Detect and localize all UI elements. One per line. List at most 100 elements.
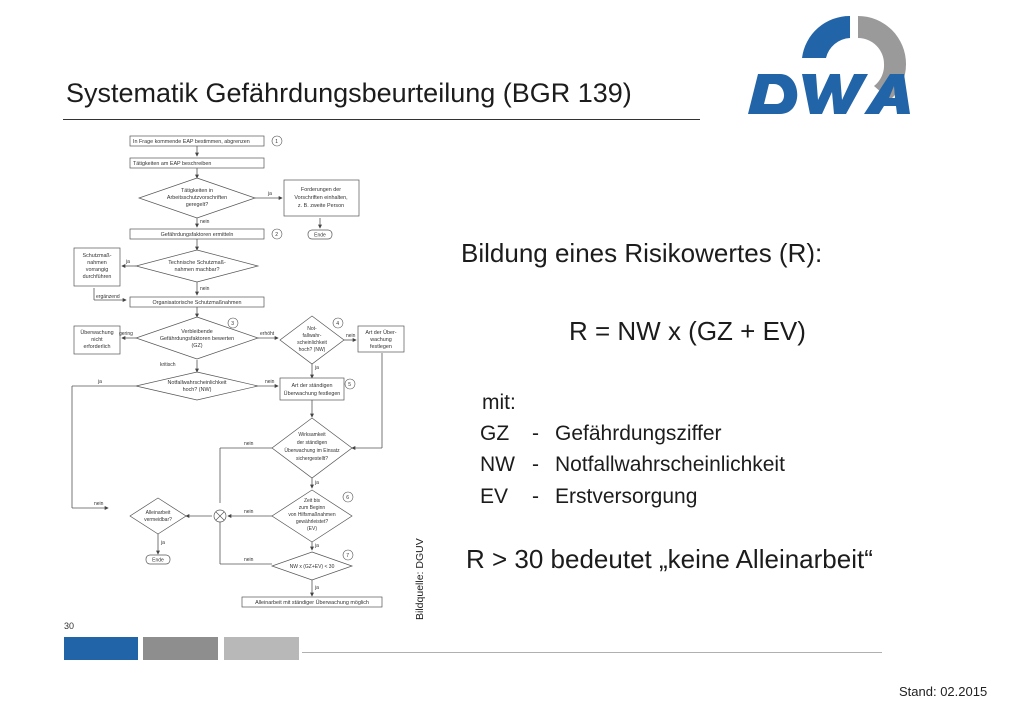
flow-step-hazard-factors [129,228,265,240]
flow-label-nein-1: nein [200,219,210,225]
flow-decision-time-to-help-line-1: Zeit bis [304,498,321,504]
flow-step-no-monitoring [73,325,121,355]
legend-row-nw: NW-Notfallwahrscheinlichkeit [480,453,785,477]
flow-decision-remaining-factors-line-1: Verbleibende [181,329,212,335]
flow-decision-remaining-factors-line-3: (GZ) [191,343,202,349]
step-marker-5-text: 5 [348,382,351,388]
flow-step-priority-measures-line-2: nahmen [87,260,106,266]
flow-step-no-monitoring-line-2: nicht [91,337,103,343]
logo-letter-d [748,74,798,114]
flow-decision-emergency-high [135,371,259,401]
flow-end-2-text: Ende [152,558,164,564]
legend-intro: mit: [482,391,516,414]
flow-decision-avoid-alone-line-2: vermeidbar? [144,517,172,523]
dwa-logo [748,15,910,114]
step-marker-4a-text: 4 [336,321,339,327]
legend-row-ev: EV-Erstversorgung [480,485,697,509]
flow-decision-technical-line-2: nahmen machbar? [175,267,220,273]
flow-step-permanent-monitoring-line-1: Art der ständigen [291,383,332,389]
flow-step-hazard-factors-text: Gefährdungsfaktoren ermitteln [161,232,234,238]
flow-step-permanent-monitoring-line-2: Überwachung festlegen [284,390,341,397]
step-marker-7 [342,549,354,561]
flow-label-gering: gering [119,331,133,337]
flow-step-priority-measures-line-1: Schutzmaß- [82,253,111,259]
flow-decision-risk-value-text: NW x (GZ+EV) < 30 [290,564,335,570]
flow-label-ja-1: ja [267,191,272,197]
flow-step-follow-rules-line-1: Forderungen der [301,187,341,193]
flow-decision-risk-value [270,551,354,581]
flow-step-follow-rules [283,179,360,217]
flow-step-monitoring-type-line-1: Art der Über- [365,329,396,336]
flow-label-ja-8: ja [314,585,319,591]
flow-decision-time-to-help-line-4: gewährleistet? [296,519,328,525]
flow-decision-emergency-probability-line-4: hoch? (NW) [299,347,326,353]
legend-desc: Notfallwahrscheinlichkeit [555,453,785,476]
legend-abbr: NW [480,453,515,476]
title-divider [63,119,700,120]
flow-step-no-monitoring-line-1: Überwachung [80,329,113,336]
flow-step-describe-activities [129,157,265,169]
flow-decision-effectiveness-line-2: der ständigen [297,440,328,446]
flow-label-ja-6: ja [160,540,165,546]
flow-step-define-eap [129,135,265,147]
flow-decision-emergency-probability-line-3: scheinlichkeit [297,340,327,346]
flow-label-nein-2: nein [200,286,210,292]
flow-step-no-monitoring-line-3: erforderlich [84,344,111,350]
risk-formula: R = NW x (GZ + EV) [569,316,806,346]
flow-step-organisational-text: Organisatorische Schutzmaßnahmen [153,300,242,306]
flow-step-alone-work-possible-text: Alleinarbeit mit ständiger Überwachung m… [255,599,369,606]
flow-label-nein-4: nein [265,379,275,385]
step-marker-6 [342,491,354,503]
flow-decision-emergency-probability [279,315,345,365]
flow-label-nein-6: nein [94,501,104,507]
flow-step-follow-rules-line-3: z. B. zweite Person [298,203,344,209]
flow-label-ja-2: ja [125,259,130,265]
flow-step-describe-activities-text: Tätigkeiten am EAP beschreiben [133,161,211,167]
step-marker-1-text: 1 [275,139,278,145]
step-marker-3 [227,317,239,329]
flow-label-ja-4: ja [97,379,102,385]
flow-label-nein-8: nein [244,557,254,563]
legend-desc: Erstversorgung [555,485,698,508]
flow-decision-regulated [137,177,257,219]
logo-arc-blue [802,15,850,58]
page-number: 30 [64,621,75,631]
flow-decision-effectiveness-line-4: sichergestellt? [296,456,328,462]
flow-decision-time-to-help-line-5: (EV) [307,526,317,532]
logo-letter-w [802,74,868,114]
footer-bar-light-gray [224,637,299,660]
flow-step-organisational [129,296,265,308]
flow-label-ja-7: ja [314,543,319,549]
step-marker-1 [271,135,283,147]
step-marker-5 [344,378,356,390]
flow-end-1 [307,229,333,240]
flow-step-alone-work-possible [241,596,383,608]
flow-decision-remaining-factors [134,316,260,360]
legend-dash: - [532,422,539,445]
flow-decision-avoid-alone-line-1: Alleinarbeit [146,510,171,516]
flow-decision-emergency-high-line-2: hoch? (NW) [183,387,212,393]
flow-decision-effectiveness-line-1: Wirksamkeit [298,432,326,438]
flow-decision-regulated-line-2: Arbeitsschutzvorschriften [167,195,227,201]
flowchart-diagram: In Frage kommende EAP bestimmen, abgrenz… [71,135,405,608]
flow-decision-time-to-help-line-3: von Hilfsmaßnahmen [288,512,335,518]
step-marker-2 [271,228,283,240]
flow-decision-avoid-alone [129,497,187,535]
risk-conclusion: R > 30 bedeutet „keine Alleinarbeit“ [466,544,873,574]
flow-step-define-eap-text: In Frage kommende EAP bestimmen, abgrenz… [133,139,250,145]
flow-label-nein-3: nein [346,333,356,339]
flow-step-monitoring-type [357,325,405,353]
step-marker-2-text: 2 [275,232,278,238]
flow-label-erhoeht: erhöht [260,331,275,337]
flow-step-priority-measures [73,247,121,287]
flow-label-ergaenzend: ergänzend [96,294,120,300]
flow-label-ja-5: ja [314,480,319,486]
flow-decision-regulated-line-1: Tätigkeiten in [181,188,213,194]
flow-decision-emergency-probability-line-1: Not- [307,326,317,332]
legend-abbr: GZ [480,422,510,445]
step-marker-4a [332,317,344,329]
flow-decision-regulated-line-3: geregelt? [186,202,208,208]
flowchart-connectors [71,145,383,597]
flow-step-monitoring-type-line-2: wachung [369,337,392,343]
image-credit: Bildquelle: DGUV [414,538,426,620]
